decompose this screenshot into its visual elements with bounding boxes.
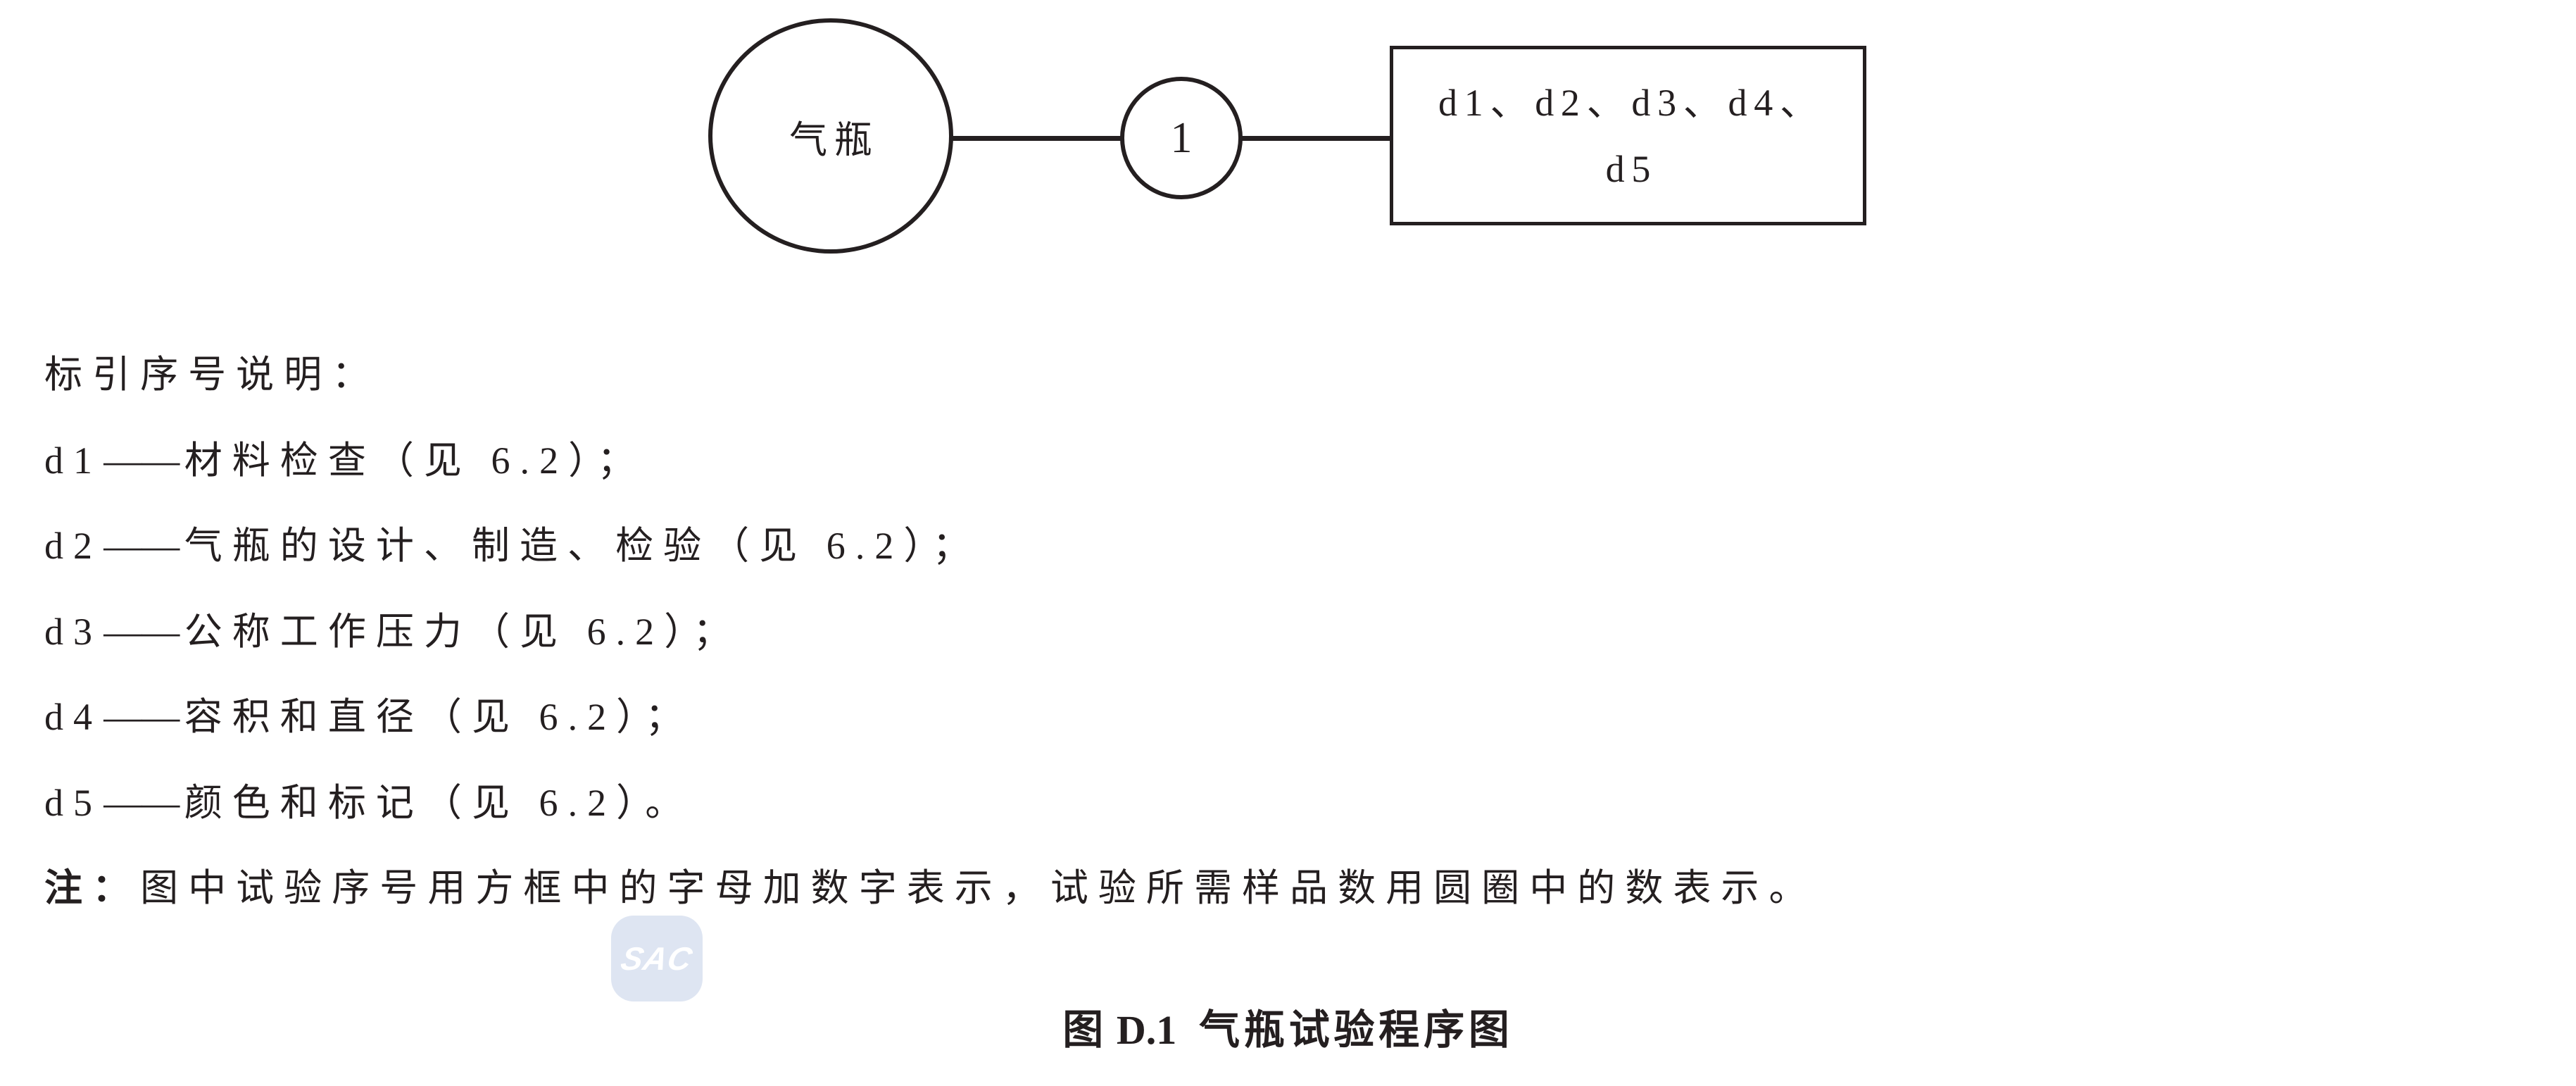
legend-heading: 标引序号说明： <box>44 354 380 396</box>
legend-item-d3-id: d3 <box>44 611 103 653</box>
legend-item-d5-text: 颜色和标记（见 6.2）。 <box>184 782 693 824</box>
test-items-line1: d1、d2、d3、d4、 <box>1438 81 1825 124</box>
legend-item-d2-dash: —— <box>103 525 180 567</box>
figure-caption-prefix: 图 <box>1062 1007 1108 1053</box>
sac-watermark-text: SAC <box>617 940 696 977</box>
connector-line-right <box>1240 136 1393 141</box>
legend-item-d4-id: d4 <box>44 696 103 738</box>
legend-item-d1: d1——材料检查（见 6.2）； <box>44 434 645 487</box>
sample-count-node: 1 <box>1120 77 1243 199</box>
note-label: 注： <box>44 867 141 909</box>
legend-item-d4-dash: —— <box>103 696 180 738</box>
sample-count-label: 1 <box>1170 113 1193 162</box>
legend-item-d3-text: 公称工作压力（见 6.2）； <box>184 611 741 653</box>
test-procedure-diagram: 气瓶 1 d1、d2、d3、d4、 d5 <box>0 0 2576 296</box>
connector-line-left <box>950 136 1123 141</box>
legend-item-d1-id: d1 <box>44 439 103 482</box>
sac-watermark-logo: SAC <box>611 916 703 1001</box>
cylinder-node: 气瓶 <box>708 18 953 254</box>
legend-item-d2-text: 气瓶的设计、制造、检验（见 6.2）； <box>184 525 981 567</box>
test-items-box: d1、d2、d3、d4、 d5 <box>1390 46 1866 225</box>
figure-caption-title: 气瓶试验程序图 <box>1199 1007 1514 1053</box>
cylinder-node-label: 气瓶 <box>789 118 879 161</box>
legend-item-d3-dash: —— <box>103 611 180 653</box>
note-line: 注：图中试验序号用方框中的字母加数字表示，试验所需样品数用圆圈中的数表示。 <box>44 861 1817 915</box>
legend-item-d1-text: 材料检查（见 6.2）； <box>184 439 646 482</box>
figure-caption-number: D.1 <box>1116 1007 1177 1053</box>
legend-item-d1-dash: —— <box>103 439 180 482</box>
legend-item-d2-id: d2 <box>44 525 103 567</box>
legend-item-d5-id: d5 <box>44 782 103 824</box>
test-items-line2: d5 <box>1605 147 1658 190</box>
legend-item-d5: d5——颜色和标记（见 6.2）。 <box>44 776 693 830</box>
legend-item-d5-dash: —— <box>103 782 180 824</box>
legend-item-d4-text: 容积和直径（见 6.2）； <box>184 696 693 738</box>
note-text: 图中试验序号用方框中的字母加数字表示，试验所需样品数用圆圈中的数表示。 <box>140 867 1817 909</box>
legend-item-d4: d4——容积和直径（见 6.2）； <box>44 690 693 744</box>
legend-item-d3: d3——公称工作压力（见 6.2）； <box>44 605 741 659</box>
legend-item-d2: d2——气瓶的设计、制造、检验（见 6.2）； <box>44 519 980 573</box>
